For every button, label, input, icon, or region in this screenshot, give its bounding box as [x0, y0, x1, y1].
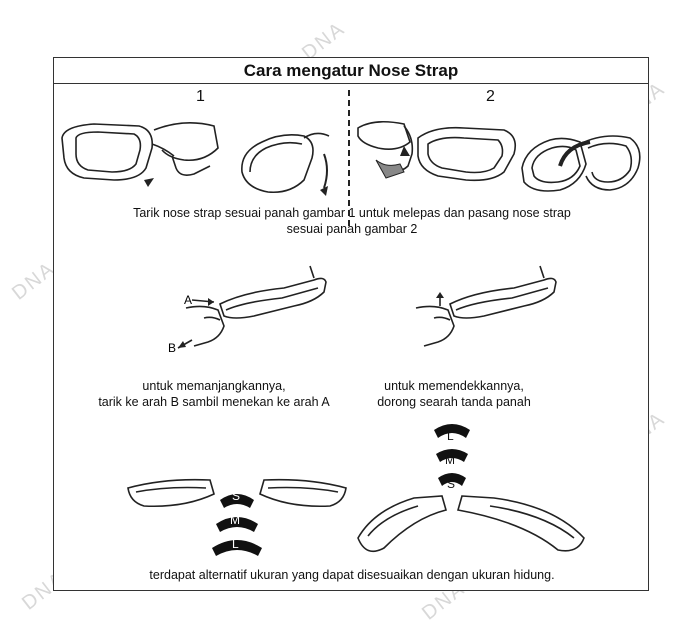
caption-step-remove-attach: Tarik nose strap sesuai panah gambar 1 u… [54, 205, 650, 237]
panel-title: Cara mengatur Nose Strap [54, 58, 648, 84]
caption-line: untuk memendekkannya, [384, 379, 524, 393]
shorten-strap-illustration [415, 265, 557, 347]
nose-bridge-sizes-illustration-left: S M L [127, 478, 347, 556]
step-number-2: 2 [486, 88, 495, 105]
caption-lengthen: untuk memanjangkannya, tarik ke arah B s… [74, 378, 354, 410]
size-s-label: S [232, 489, 240, 503]
size-l-label: L [447, 429, 454, 443]
step-divider [348, 90, 350, 226]
label-a: A [184, 293, 192, 307]
caption-line: tarik ke arah B sambil menekan ke arah A [98, 395, 330, 409]
step-number-1: 1 [196, 88, 205, 105]
caption-size-alternatives: terdapat alternatif ukuran yang dapat di… [149, 568, 555, 582]
size-m-label: M [230, 513, 240, 527]
caption-line: sesuai panah gambar 2 [286, 222, 418, 236]
caption-line: untuk memanjangkannya, [142, 379, 286, 393]
caption-shorten: untuk memendekkannya, dorong searah tand… [354, 378, 554, 410]
caption-line: dorong searah tanda panah [377, 395, 531, 409]
lengthen-strap-illustration: A B [168, 265, 327, 355]
caption-line: Tarik nose strap sesuai panah gambar 1 u… [133, 206, 571, 220]
nose-bridge-sizes-illustration-right: L M S [357, 424, 585, 553]
instruction-panel: Cara mengatur Nose Strap 1 2 [53, 57, 649, 591]
size-l-label: L [232, 537, 239, 551]
size-s-label: S [447, 477, 455, 491]
goggle-remove-illustration [61, 122, 330, 196]
goggle-attach-illustration [357, 120, 641, 192]
size-m-label: M [445, 453, 455, 467]
label-b: B [168, 341, 176, 355]
